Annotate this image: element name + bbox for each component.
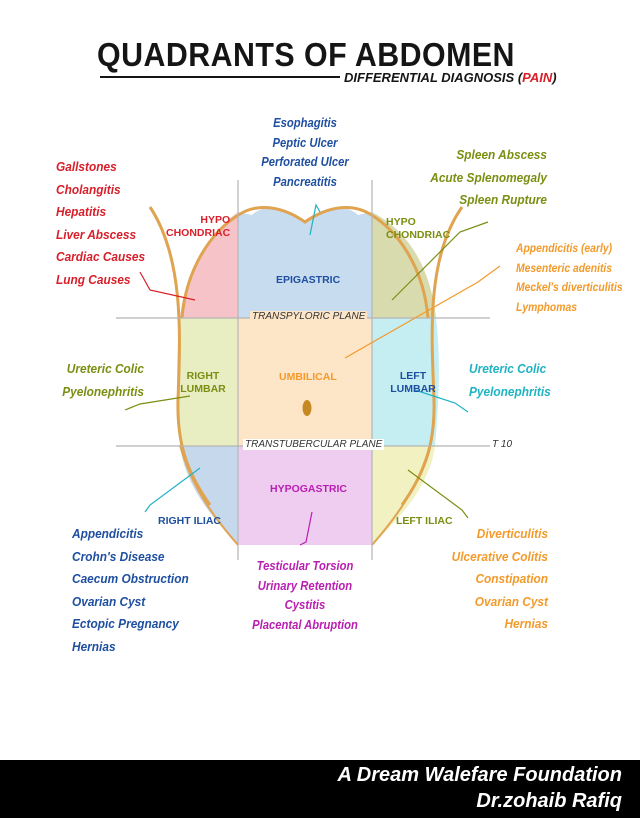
list-item: Hepatitis bbox=[56, 204, 107, 219]
region-label-line: HYPO bbox=[386, 216, 416, 228]
list-item: Meckel's diverticulitis bbox=[516, 282, 623, 294]
vertebra-level-label: T 10 bbox=[492, 439, 513, 450]
transtubercular-plane-label: TRANSTUBERCULAR PLANE bbox=[243, 439, 385, 450]
left-lumbar-region bbox=[372, 318, 439, 446]
region-fills bbox=[177, 207, 439, 546]
page-subtitle: DIFFERENTIAL DIAGNOSIS (PAIN) bbox=[344, 70, 557, 85]
subtitle-prefix: DIFFERENTIAL DIAGNOSIS ( bbox=[344, 70, 523, 85]
list-item: Ectopic Pregnancy bbox=[72, 616, 179, 631]
hypogastric-region bbox=[238, 446, 372, 546]
epigastric-region bbox=[238, 207, 372, 318]
list-item: Perforated Ulcer bbox=[261, 155, 349, 169]
region-label-hypogastric: HYPOGASTRIC bbox=[270, 483, 348, 495]
body-outline-right bbox=[148, 206, 212, 506]
list-item: Spleen Rupture bbox=[459, 192, 547, 207]
region-label-line: CHONDRIAC bbox=[166, 227, 231, 239]
list-item: Pyelonephritis bbox=[62, 383, 144, 399]
list-right-hypochondriac: Gallstones Cholangitis Hepatitis Liver A… bbox=[56, 156, 155, 291]
region-label-line: LUMBAR bbox=[180, 383, 226, 395]
list-left-lumbar: Ureteric Colic Pyelonephritis bbox=[469, 358, 560, 403]
list-item: Placental Abruption bbox=[252, 617, 358, 632]
list-item: Mesenteric adenitis bbox=[516, 262, 613, 275]
list-item: Cystitis bbox=[284, 598, 326, 612]
rib-cage-outline bbox=[180, 206, 430, 319]
pelvis-outline bbox=[179, 444, 431, 546]
region-label-right-lumbar: RIGHT LUMBAR bbox=[178, 370, 228, 396]
pointer-right-iliac bbox=[144, 467, 201, 513]
pointer-left-lumbar bbox=[414, 389, 469, 413]
list-item: Diverticulitis bbox=[476, 526, 548, 541]
list-item: Ulcerative Colitis bbox=[451, 548, 548, 564]
subtitle-highlight: PAIN bbox=[522, 70, 553, 85]
list-item: Crohn's Disease bbox=[72, 548, 165, 564]
list-item: Appendicitis bbox=[72, 526, 144, 541]
region-label-right-iliac: RIGHT ILIAC bbox=[158, 515, 221, 527]
list-item: Ovarian Cyst bbox=[474, 593, 548, 609]
list-item: Ureteric Colic bbox=[469, 361, 547, 376]
region-label-left-iliac: LEFT ILIAC bbox=[396, 515, 453, 527]
list-item: Spleen Abscess bbox=[456, 147, 547, 162]
pointer-right-lumbar bbox=[124, 395, 191, 411]
list-item: Gallstones bbox=[56, 159, 117, 174]
region-label-umbilical: UMBILICAL bbox=[279, 371, 337, 383]
list-item: Peptic Ulcer bbox=[272, 135, 338, 150]
list-right-iliac: Appendicitis Crohn's Disease Caecum Obst… bbox=[72, 523, 202, 658]
list-item: Lymphomas bbox=[516, 301, 577, 314]
region-label-line: LUMBAR bbox=[390, 383, 436, 395]
list-item: Hernias bbox=[504, 616, 548, 631]
list-item: Ureteric Colic bbox=[66, 361, 144, 376]
list-item: Testicular Torsion bbox=[256, 559, 354, 573]
list-item: Hernias bbox=[72, 638, 116, 654]
transpyloric-plane-label: TRANSPYLORIC PLANE bbox=[250, 311, 368, 322]
list-item: Liver Abscess bbox=[56, 226, 137, 242]
title-underline bbox=[100, 76, 340, 78]
footer-organization: A Dream Walefare Foundation bbox=[337, 764, 623, 786]
list-hypogastric: Testicular Torsion Urinary Retention Cys… bbox=[240, 557, 370, 635]
list-item: Urinary Retention bbox=[257, 578, 353, 593]
list-umbilical: Appendicitis (early) Mesenteric adenitis… bbox=[516, 240, 634, 318]
region-label-left-lumbar: LEFT LUMBAR bbox=[388, 370, 438, 396]
region-label-line: HYPO bbox=[200, 214, 231, 226]
pointer-umbilical bbox=[344, 265, 501, 359]
pointer-hypogastric bbox=[299, 511, 313, 546]
list-right-lumbar: Ureteric Colic Pyelonephritis bbox=[40, 358, 144, 403]
region-label-line: CHONDRIAC bbox=[386, 229, 451, 241]
list-item: Pyelonephritis bbox=[469, 383, 551, 399]
list-item: Constipation bbox=[475, 571, 548, 586]
list-item: Pancreatitis bbox=[273, 174, 337, 189]
pointer-epigastric bbox=[309, 203, 321, 236]
list-item: Caecum Obstruction bbox=[72, 571, 189, 586]
region-label-line: LEFT bbox=[399, 370, 427, 382]
umbilical-region bbox=[238, 318, 372, 446]
list-epigastric: Esophagitis Peptic Ulcer Perforated Ulce… bbox=[245, 114, 365, 192]
right-lumbar-region bbox=[177, 318, 238, 446]
list-item: Ovarian Cyst bbox=[72, 593, 146, 609]
list-left-iliac: Diverticulitis Ulcerative Colitis Consti… bbox=[410, 523, 548, 636]
footer-author: Dr.zohaib Rafiq bbox=[476, 790, 622, 812]
region-label-left-hypochondriac: HYPO CHONDRIAC bbox=[386, 216, 450, 242]
list-item: Cardiac Causes bbox=[56, 249, 146, 264]
region-label-epigastric: EPIGASTRIC bbox=[276, 274, 341, 286]
pointer-left-hypochondriac bbox=[391, 221, 489, 301]
region-label-right-hypochondriac: HYPO CHONDRIAC bbox=[166, 214, 231, 240]
list-item: Acute Splenomegaly bbox=[430, 169, 547, 185]
list-item: Appendicitis (early) bbox=[516, 243, 613, 255]
region-label-line: RIGHT bbox=[186, 370, 220, 382]
list-item: Lung Causes bbox=[56, 271, 131, 287]
abdomen-diagram bbox=[116, 180, 501, 560]
list-item: Cholangitis bbox=[56, 181, 121, 197]
list-left-hypochondriac: Spleen Abscess Acute Splenomegaly Spleen… bbox=[395, 144, 547, 212]
navel bbox=[302, 400, 312, 416]
subtitle-suffix: ) bbox=[552, 70, 557, 85]
page-title: QUADRANTS OF ABDOMEN bbox=[97, 36, 515, 73]
pointer-left-iliac bbox=[407, 469, 469, 519]
pointer-right-hypochondriac bbox=[139, 271, 196, 301]
list-item: Esophagitis bbox=[273, 116, 337, 130]
footer-bar bbox=[0, 760, 640, 818]
